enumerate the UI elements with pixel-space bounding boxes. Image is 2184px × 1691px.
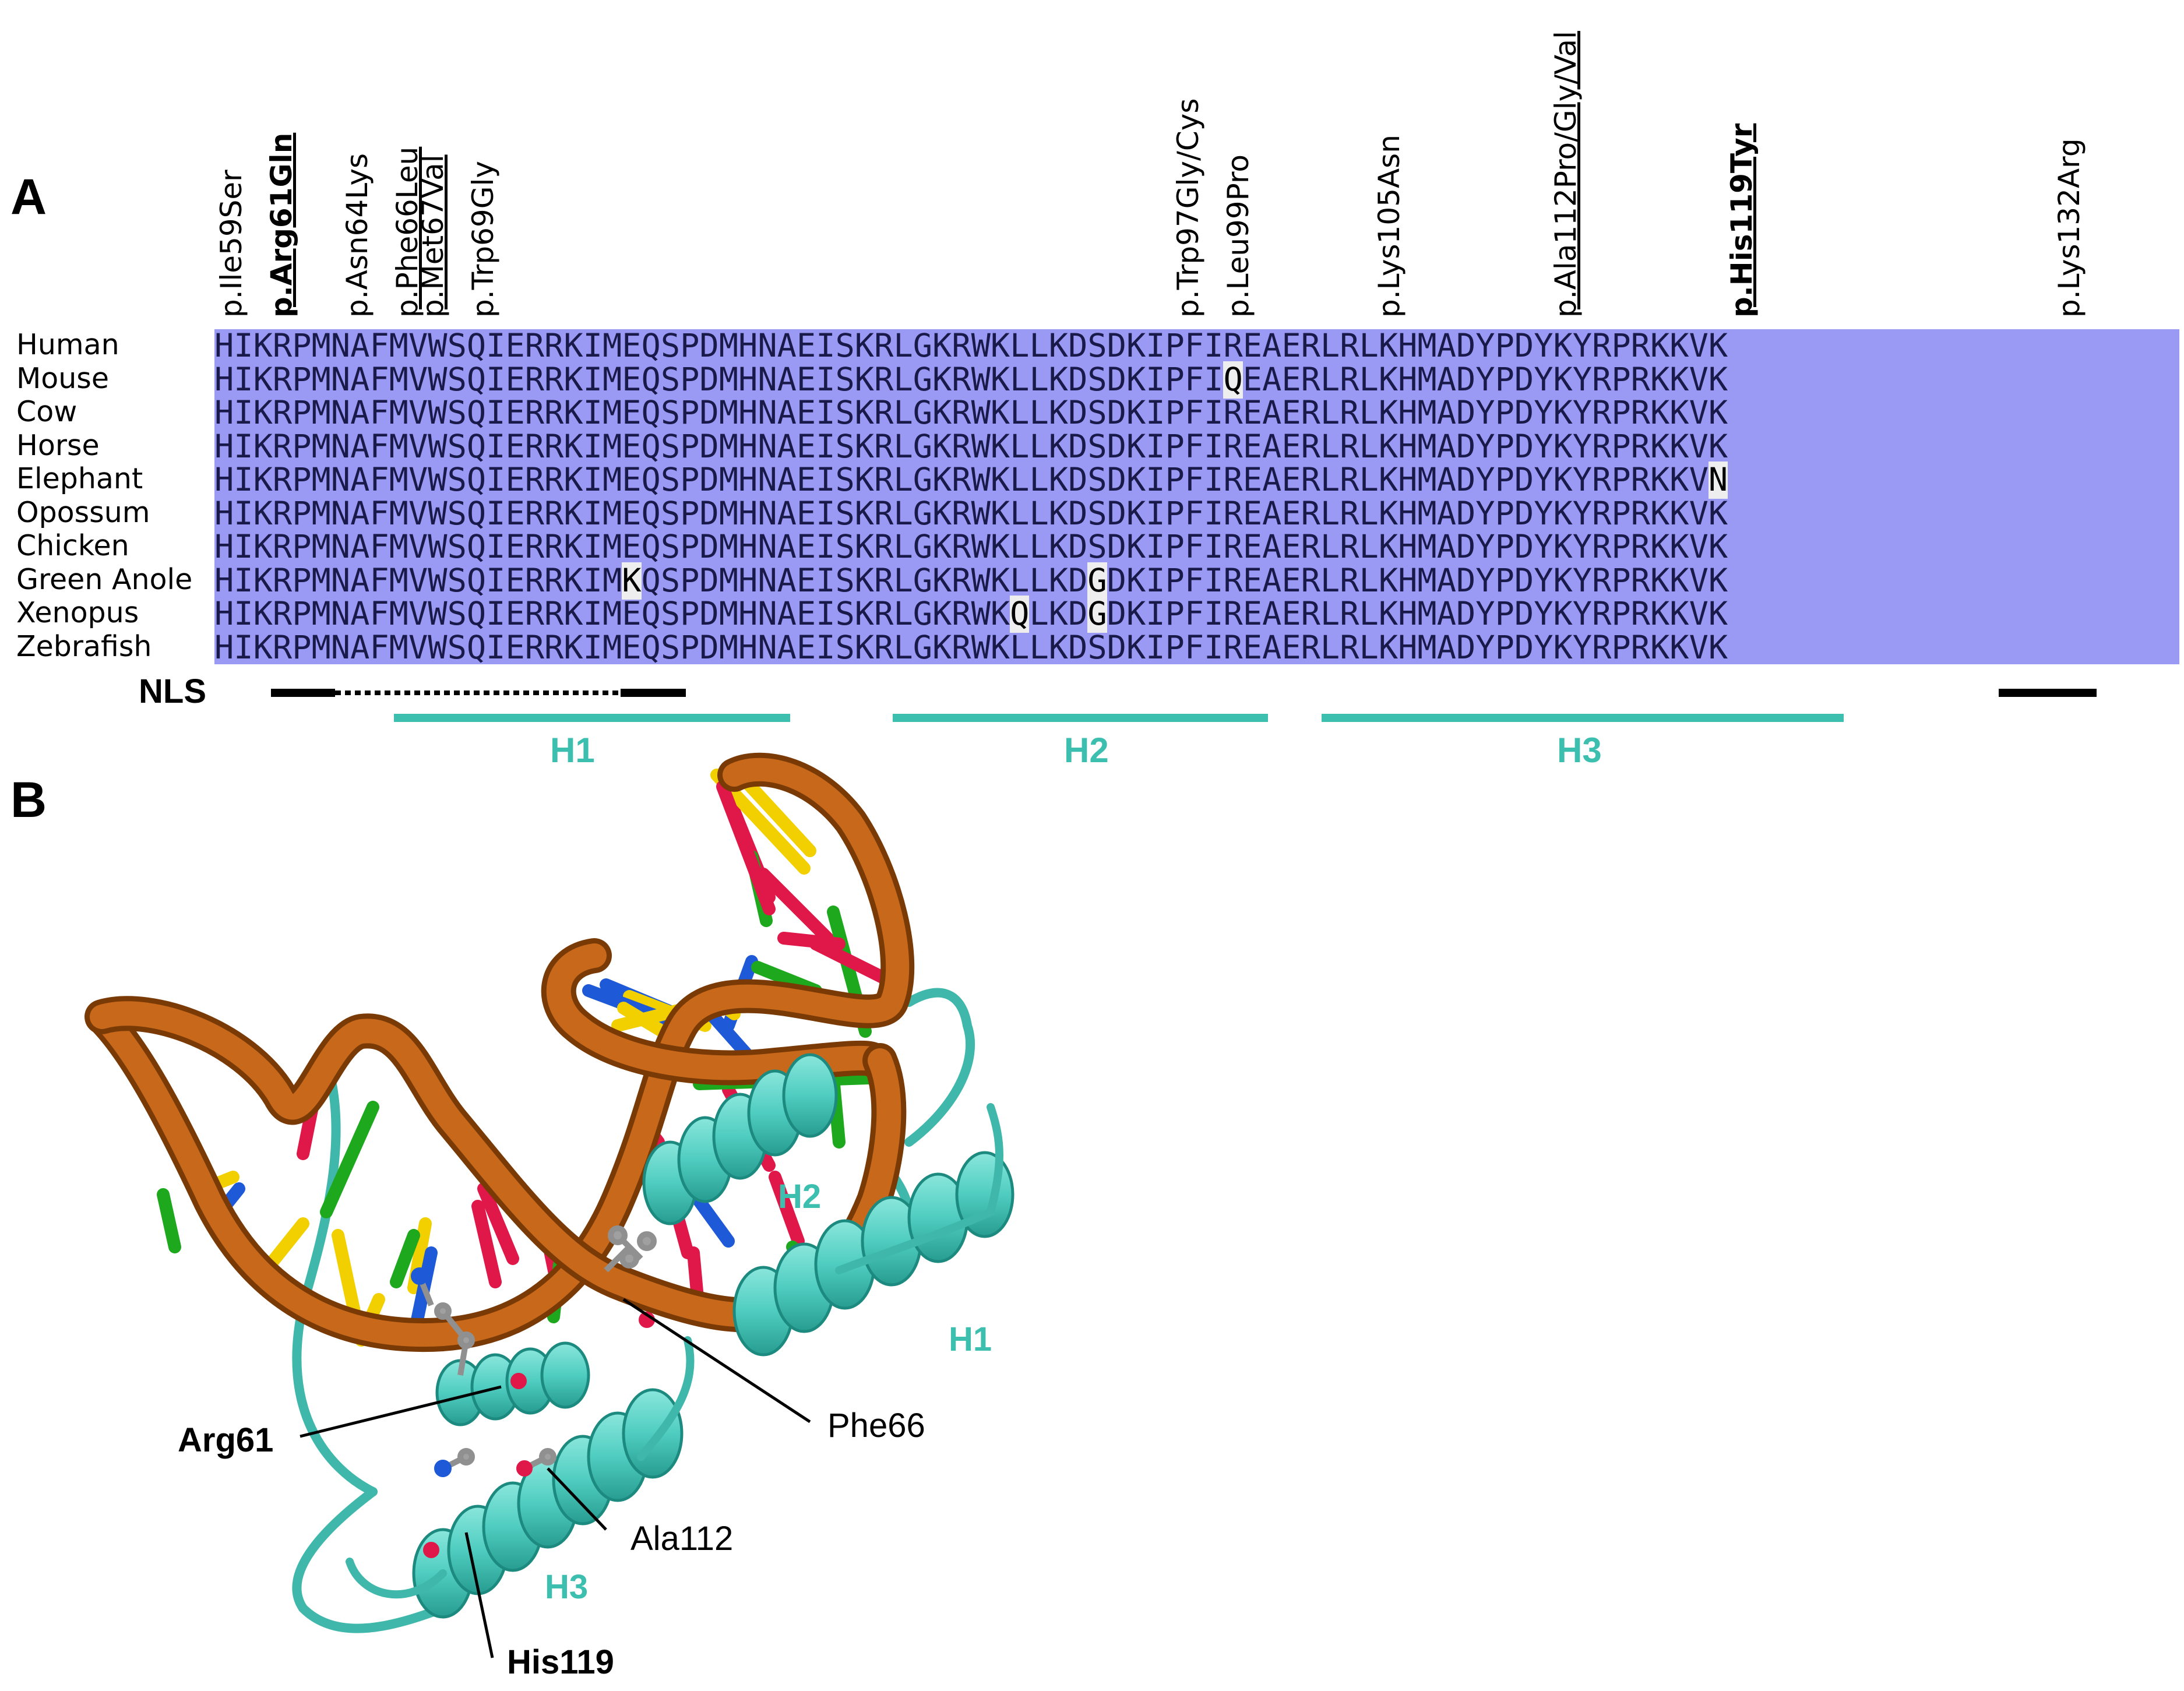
sequence-row: HIKRPMNAFMVWSQIERRKIMEQSPDMHNAEISKRLGKRW… (214, 629, 1728, 667)
structure-label-h3: H3 (545, 1568, 589, 1606)
nls-label: NLS (139, 672, 206, 710)
nls-bar-3 (1999, 689, 2097, 697)
substituted-residue: Q (1010, 596, 1030, 633)
dna-backbone (84, 752, 915, 1352)
substituted-residue: G (1087, 596, 1107, 633)
helix-bar-h1 (394, 714, 790, 722)
sequence-row: HIKRPMNAFMVWSQIERRKIMEQSPDMHNAEISKRLGKRW… (214, 495, 1728, 533)
nls-bar-1 (271, 689, 335, 697)
helix-bar-h2 (893, 714, 1268, 722)
residue-label-phe66: Phe66 (827, 1407, 925, 1445)
sequence-row: HIKRPMNAFMVWSQIERRKIMEQSPDMHNAEISKRLGKRW… (214, 529, 1728, 566)
species-name: Zebrafish (16, 629, 152, 663)
callout-lines (300, 1298, 811, 1658)
nls-bar-2 (621, 689, 686, 697)
species-name: Mouse (16, 361, 109, 395)
nls-dotted-line (335, 691, 621, 695)
panel-label-b: B (10, 772, 47, 828)
helix-label-h2: H2 (1064, 731, 1109, 770)
sequence-row: HIKRPMNAFMVWSQIERRKIMEQSPDMHNAEISKRLGKRW… (214, 361, 1728, 399)
helix-label-h3: H3 (1557, 731, 1602, 770)
species-name: Human (16, 328, 119, 361)
substituted-residue: K (622, 562, 642, 600)
alignment-background (214, 329, 2179, 664)
sequence-row: HIKRPMNAFMVWSQIERRKIMEQSPDMHNAEISKRLGKRW… (214, 596, 1728, 633)
panel-label-a: A (10, 169, 47, 225)
species-name: Xenopus (16, 596, 139, 629)
sequence-row: HIKRPMNAFMVWSQIERRKIMEQSPDMHNAEISKRLGKRW… (214, 461, 1728, 499)
substituted-residue: N (1708, 461, 1728, 499)
residue-label-arg61: Arg61 (178, 1421, 274, 1459)
species-name: Opossum (16, 495, 150, 529)
species-name: Horse (16, 428, 100, 462)
structure-label-h1: H1 (949, 1320, 992, 1358)
species-name: Elephant (16, 462, 143, 495)
substituted-residue: G (1087, 562, 1107, 600)
structure-label-h2: H2 (778, 1178, 822, 1216)
helix-bar-h3 (1322, 714, 1844, 722)
helix-label-h1: H1 (550, 731, 595, 770)
residue-label-his119: His119 (507, 1643, 614, 1681)
sequence-row: HIKRPMNAFMVWSQIERRKIMEQSPDMHNAEISKRLGKRW… (214, 327, 1728, 365)
sequence-row: HIKRPMNAFMVWSQIERRKIMEQSPDMHNAEISKRLGKRW… (214, 428, 1728, 466)
sequence-row: HIKRPMNAFMVWSQIERRKIMKQSPDMHNAEISKRLGKRW… (214, 562, 1728, 600)
species-name: Cow (16, 395, 78, 428)
residue-label-ala112: Ala112 (630, 1520, 734, 1558)
substituted-residue: Q (1223, 361, 1243, 399)
species-name: Green Anole (16, 562, 193, 596)
sequence-row: HIKRPMNAFMVWSQIERRKIMEQSPDMHNAEISKRLGKRW… (214, 394, 1728, 432)
species-name: Chicken (16, 529, 129, 562)
